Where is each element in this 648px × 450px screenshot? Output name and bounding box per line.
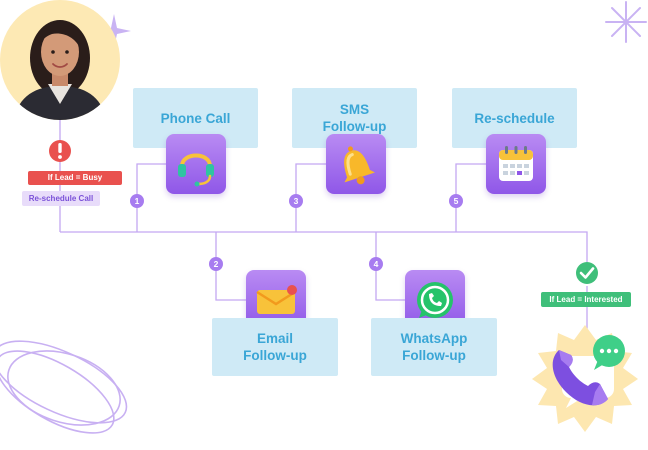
step-label: WhatsApp Follow-up (400, 331, 468, 363)
step-tile-phone-call (166, 134, 226, 194)
step-card-email-follow-up: Email Follow-up (212, 318, 338, 376)
step-label: Phone Call (160, 110, 231, 126)
chat-dots-icon (593, 335, 625, 370)
whatsapp-icon (417, 282, 453, 318)
step-label: Email Follow-up (243, 331, 307, 363)
avatar (0, 0, 120, 120)
step-number-badge: 1 (130, 194, 144, 208)
bell-icon (344, 146, 375, 185)
step-card-whatsapp-follow-up: WhatsApp Follow-up (371, 318, 497, 376)
step-number-badge: 3 (289, 194, 303, 208)
step-tile-re-schedule (486, 134, 546, 194)
interested-condition-tag: If Lead = Interested (541, 292, 631, 307)
step-label: SMS Follow-up (322, 102, 387, 134)
step-label: Re-schedule (474, 110, 555, 126)
step-number-badge: 4 (369, 257, 383, 271)
sparkle-icon (97, 14, 131, 48)
phone-handset-icon (552, 350, 608, 406)
decorative-rings (0, 340, 128, 434)
step-number-badge: 2 (209, 257, 223, 271)
step-tile-sms-follow-up (326, 134, 386, 194)
check-icon (576, 262, 598, 284)
reschedule-call-tag: Re-schedule Call (22, 191, 100, 206)
headset-icon (178, 153, 214, 187)
step-number-badge: 5 (449, 194, 463, 208)
calendar-icon (499, 146, 533, 181)
flow-lines (59, 120, 588, 345)
busy-condition-tag: If Lead = Busy (28, 171, 122, 185)
asterisk-icon (605, 1, 647, 43)
alert-icon (49, 140, 71, 162)
envelope-icon (256, 285, 297, 314)
